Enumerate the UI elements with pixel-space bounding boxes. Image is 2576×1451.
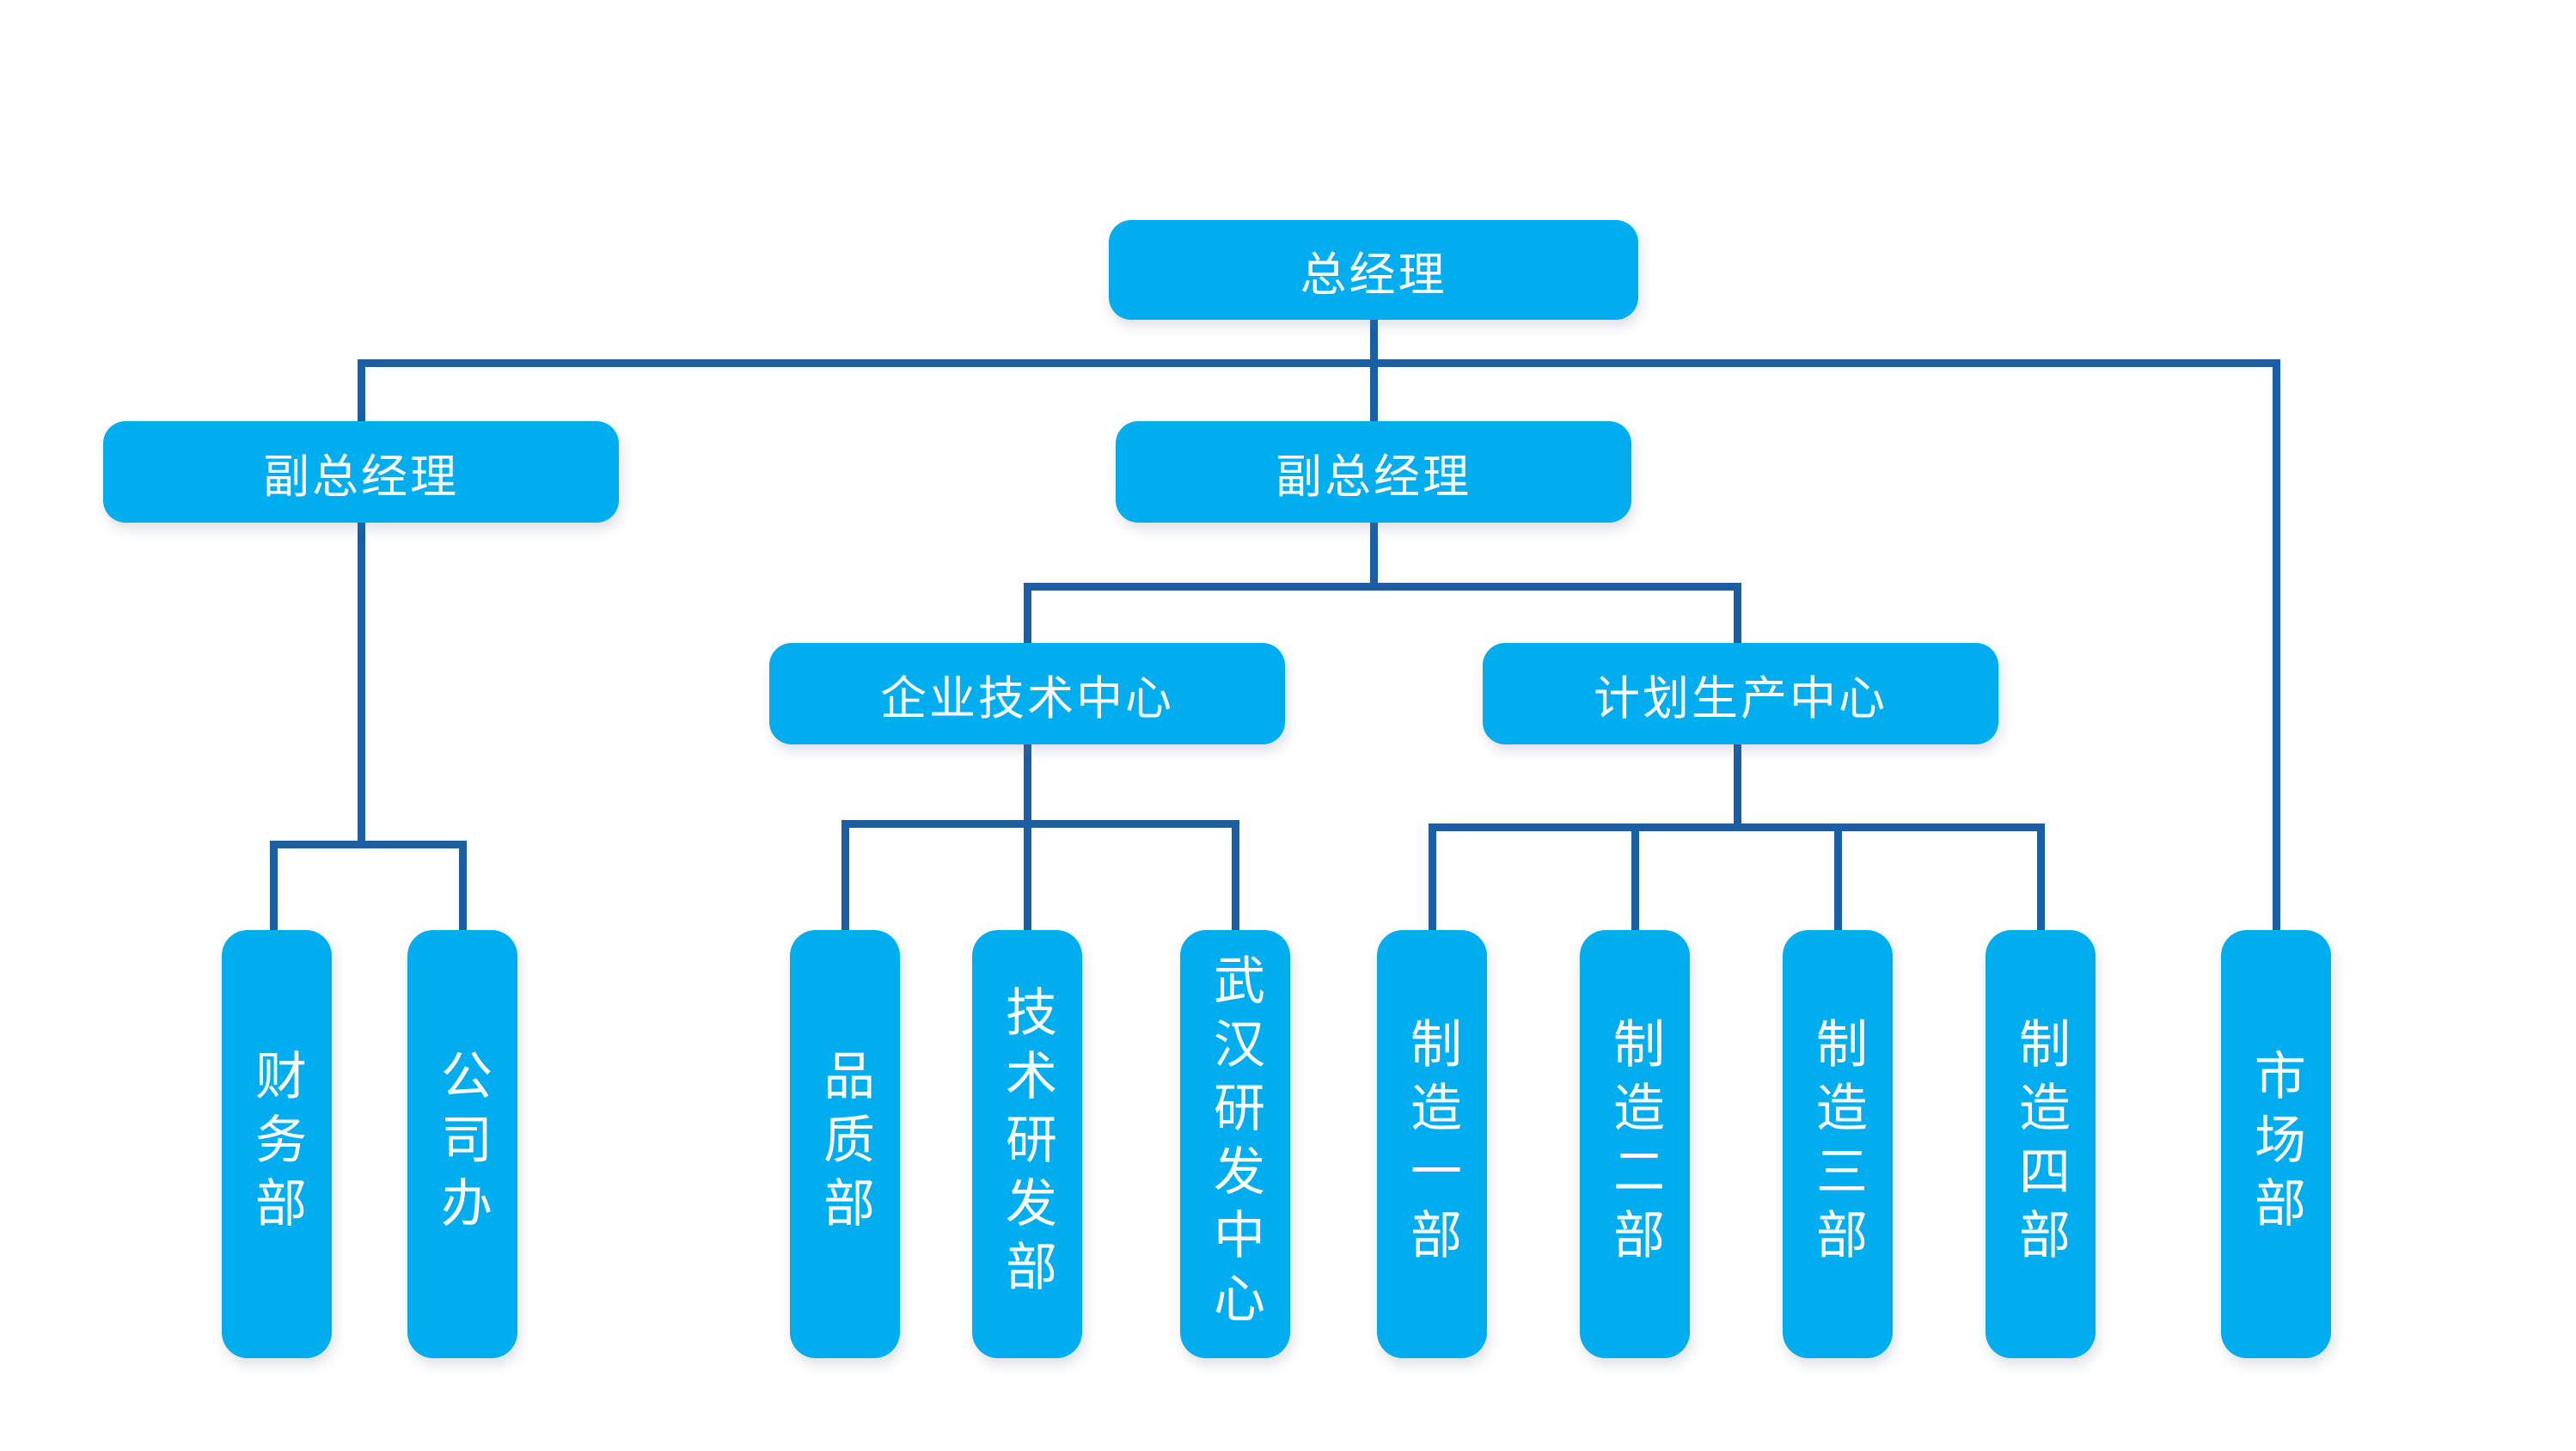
connector-drop-plan-center (1734, 583, 1741, 645)
connector-drop-mfg3 (1834, 823, 1842, 932)
node-deputy-gm-center: 副总经理 (1116, 421, 1631, 523)
node-quality-dept: 品质部 (790, 930, 900, 1358)
node-manufacturing-dept-3: 制造三部 (1783, 930, 1893, 1358)
node-wuhan-rd-center: 武汉研发中心 (1180, 930, 1290, 1358)
connector-vgm-center-down (1370, 521, 1378, 586)
connector-drop-tech-center (1024, 583, 1031, 645)
connector-drop-company-office (459, 841, 467, 932)
node-deputy-gm-left: 副总经理 (103, 421, 619, 523)
connector-left-bracket (270, 841, 467, 848)
connector-tech-bracket (841, 820, 1239, 828)
connector-top-rail (358, 359, 2280, 367)
connector-drop-mfg2 (1631, 823, 1639, 932)
node-manufacturing-dept-2: 制造二部 (1580, 930, 1690, 1358)
node-manufacturing-dept-1: 制造一部 (1377, 930, 1487, 1358)
connector-vgm-left-down (358, 521, 365, 844)
connector-center-bracket (1024, 583, 1741, 591)
node-enterprise-tech-center: 企业技术中心 (769, 643, 1285, 744)
connector-drop-market (2273, 359, 2280, 932)
node-general-manager: 总经理 (1109, 220, 1638, 320)
node-plan-production-center: 计划生产中心 (1483, 643, 1998, 744)
connector-tech-center-down (1024, 743, 1031, 932)
connector-root-stub (1370, 320, 1378, 363)
connector-drop-wuhan-rd (1232, 820, 1239, 932)
connector-drop-finance (270, 841, 278, 932)
node-tech-rd-dept: 技术研发部 (972, 930, 1082, 1358)
connector-drop-mfg1 (1429, 823, 1436, 932)
node-market-dept: 市场部 (2221, 930, 2331, 1358)
connector-drop-vgm-left (358, 359, 365, 423)
node-manufacturing-dept-4: 制造四部 (1986, 930, 2096, 1358)
connector-drop-mfg4 (2037, 823, 2045, 932)
connector-plan-center-down (1734, 743, 1741, 827)
connector-drop-quality (841, 820, 849, 932)
connector-plan-bracket (1429, 823, 2045, 831)
connector-drop-vgm-center (1370, 359, 1378, 423)
node-finance-dept: 财务部 (222, 930, 332, 1358)
node-company-office: 公司办 (407, 930, 517, 1358)
